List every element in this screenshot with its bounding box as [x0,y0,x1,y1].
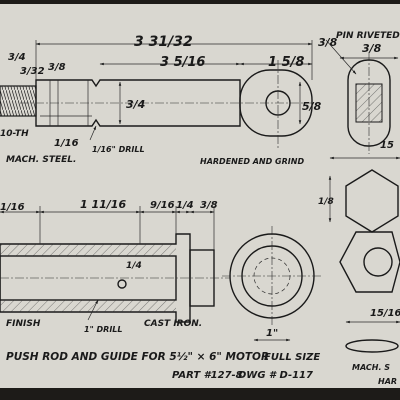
dim-head-3-8: 3/8 [318,36,338,49]
thread-note: 10-TH [0,129,29,139]
scale-note: FULL SIZE [264,352,320,363]
head-note: HARDENED AND GRIND [200,157,304,166]
dim-left-3-32: 3/32 [20,66,45,77]
guide-wall-bottom [0,300,176,312]
dim-overall-length: 3 31/32 [134,34,193,50]
rod-material: MACH. STEEL. [6,155,76,165]
hex-side [339,231,400,293]
dim-rod-length: 3 5/16 [160,55,205,70]
right-hard: HAR [378,377,397,386]
guide-dim-bore: 1 11/16 [80,198,126,211]
dim-left-3-8: 3/8 [48,62,66,73]
pin-note: PIN RIVETED [336,31,400,41]
hex-dim-1-8: 1/8 [318,197,334,207]
guide-wall-top [0,244,176,256]
guide-dim-left: 1/16 [0,202,25,213]
guide-drill-note: 1" DRILL [84,325,123,334]
hex-washer [345,339,399,353]
dim-rod-diameter: 3/4 [126,98,145,111]
rod-shank [35,79,241,127]
dim-left-3-4: 3/4 [8,52,26,63]
guide-dim-collar-a: 9/16 [150,200,175,211]
rod-drill-note: 1/16" DRILL [92,145,145,154]
hex-nut-view [328,156,400,353]
thread-section [0,85,37,117]
guide-section-view [0,206,230,323]
guide-end-view [222,226,322,342]
dim-head-length: 1 5/8 [268,55,304,70]
drawing-number: DWG # D-117 [238,370,313,381]
dim-groove-1-16: 1/16 [54,138,79,149]
hex-dim-15-16: 15/16 [370,308,400,319]
guide-dim-collar-b: 1/4 [176,200,194,211]
hex-top [345,169,399,233]
guide-oil-hole [117,279,127,289]
hex-hole [363,247,393,277]
right-material: MACH. S [352,363,390,372]
guide-dim-hole: 1/4 [126,261,142,271]
dim-head-5-8: 5/8 [302,100,322,113]
dim-pin-3-8: 3/8 [362,42,382,55]
guide-dim-collar-c: 3/8 [200,200,218,211]
part-number: PART #127-8 [172,370,243,381]
guide-finish: FINISH [6,319,41,329]
guide-material: CAST IRON. [144,319,202,329]
push-rod-view [0,39,399,154]
dim-side-15: 15 [380,140,394,151]
end-dim-bottom: 1" [266,328,278,339]
paper [0,4,400,388]
drawing-title: PUSH ROD AND GUIDE FOR 5½" × 6" MOTOR [6,351,269,363]
